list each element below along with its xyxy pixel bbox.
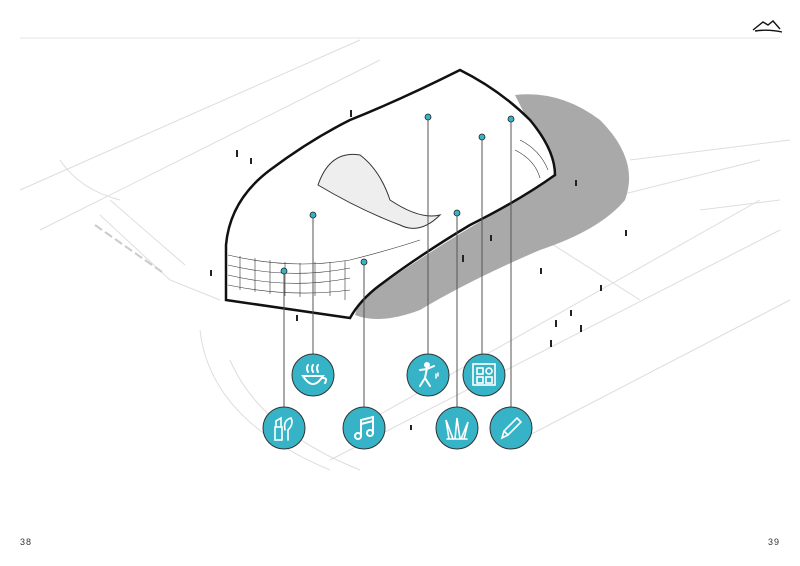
- music-icon: [354, 415, 374, 440]
- gallery-icon-button: [462, 353, 506, 397]
- gallery-icon: [472, 363, 496, 386]
- leader-lines: [283, 117, 512, 407]
- dancer-icon-button: [406, 353, 450, 397]
- grass-icon: [445, 417, 469, 440]
- leader-dots: [280, 113, 515, 275]
- grass-icon-button: [435, 406, 479, 450]
- building-roof-outline: [224, 68, 557, 320]
- building-shadow: [355, 94, 630, 320]
- facade-grid: [227, 139, 549, 300]
- pencil-icon-button: [489, 406, 533, 450]
- parking-stripes: [94, 224, 163, 273]
- page-number-left: 38: [20, 537, 33, 547]
- roof-opening: [317, 153, 442, 229]
- dancer-icon: [419, 362, 439, 387]
- page-number-right: 39: [767, 537, 780, 547]
- people-figures: [210, 110, 627, 430]
- pencil-icon: [500, 416, 523, 440]
- coffee-icon: [301, 364, 328, 385]
- cosmetics-icon: [274, 416, 293, 441]
- mountain-logo-icon: [752, 20, 783, 33]
- music-icon-button: [342, 406, 386, 450]
